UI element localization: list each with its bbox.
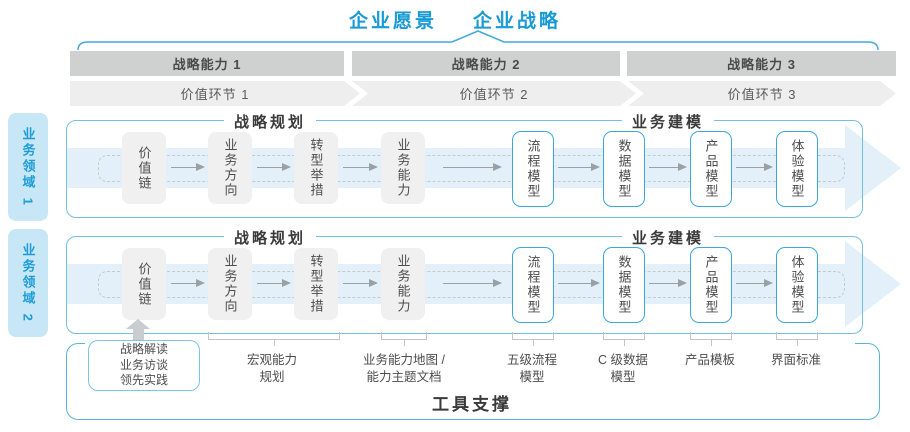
- dashed-group-outline: [98, 271, 845, 298]
- brace-capability-map: [381, 332, 427, 346]
- dashed-group-outline: [98, 155, 845, 182]
- process-box-business-direction: 业务方向: [208, 248, 252, 320]
- domain-label-2: 业务领域 2: [8, 229, 48, 337]
- process-box-business-capability: 业务能力: [381, 132, 425, 204]
- domain-label-1: 业务领域 1: [8, 113, 48, 221]
- process-box-value-chain: 价值链: [122, 248, 166, 320]
- flow-arrow-icon: [736, 163, 773, 171]
- business-flow-row-1: 战略规划 业务建模 价值链 业务方向 转型举措 业务能力 流程模型 数据模型 产…: [0, 111, 910, 218]
- flow-arrow-icon: [171, 279, 205, 287]
- brace-product-template: [690, 332, 732, 346]
- box-label: 转型举措: [308, 138, 324, 198]
- brace-data-model: [603, 332, 645, 346]
- capability-bar-1: 战略能力 1: [70, 51, 344, 76]
- tool-support-label: 工具支撑: [432, 395, 512, 414]
- box-label: 产品模型: [703, 139, 719, 199]
- flow-arrow-icon: [257, 163, 291, 171]
- process-box-business-direction: 业务方向: [208, 132, 252, 204]
- domain-label-text: 业务领域 2: [20, 242, 36, 324]
- band-arrow: [67, 125, 901, 211]
- flow-arrow-icon: [343, 163, 378, 171]
- annotation-capability-map: 业务能力地图 / 能力主题文档: [363, 353, 445, 384]
- business-flow-row-2: 战略规划 业务建模 价值链 业务方向 转型举措 业务能力 流程模型 数据模型 产…: [0, 227, 910, 334]
- flow-arrow-icon: [257, 279, 291, 287]
- flow-container: [66, 120, 863, 218]
- annotation-ui-standard: 界面标准: [770, 353, 822, 367]
- box-label: 转型举措: [308, 254, 324, 314]
- annotation-product-template: 产品模板: [684, 353, 736, 367]
- box-label: 体验模型: [789, 255, 805, 315]
- process-box-business-capability: 业务能力: [381, 248, 425, 320]
- capability-bar-2: 战略能力 2: [352, 51, 620, 76]
- capability-bar-label: 战略能力 1: [172, 57, 242, 72]
- modeling-header: 业务建模: [621, 111, 715, 132]
- box-label: 数据模型: [616, 255, 632, 315]
- box-label: 数据模型: [616, 139, 632, 199]
- value-chevron-3: 价值环节 3: [628, 81, 896, 106]
- box-label: 体验模型: [789, 139, 805, 199]
- strategy-title: 企业战略: [473, 11, 562, 32]
- box-label: 业务能力: [395, 254, 411, 314]
- model-box-experience: 体验模型: [776, 131, 818, 207]
- capability-bar-label: 战略能力 3: [727, 57, 796, 72]
- strategy-divider-line: [77, 30, 879, 51]
- brace-ui-standard: [776, 332, 818, 346]
- value-chevron-label: 价值环节 3: [727, 87, 797, 102]
- flow-arrow-icon: [443, 279, 502, 287]
- annotation-data-model: C 级数据 模型: [597, 353, 649, 384]
- flow-arrow-icon: [171, 163, 205, 171]
- band-arrow: [67, 241, 901, 327]
- model-box-data: 数据模型: [603, 131, 645, 207]
- box-label: 业务能力: [395, 138, 411, 198]
- brace-macro-capability: [208, 332, 340, 346]
- box-label: 价值链: [136, 145, 152, 191]
- box-label: 流程模型: [525, 139, 541, 199]
- tool-support-cover: [85, 337, 855, 349]
- box-label: 业务方向: [222, 138, 238, 198]
- domain-label-text: 业务领域 1: [20, 126, 36, 208]
- brace-process-model: [512, 332, 554, 346]
- vision-title: 企业愿景: [348, 11, 437, 32]
- annotation-process-model: 五级流程 模型: [506, 353, 558, 384]
- box-label: 产品模型: [703, 255, 719, 315]
- flow-arrow-icon: [443, 163, 502, 171]
- model-box-product: 产品模型: [690, 247, 732, 323]
- process-box-transformation: 转型举措: [294, 132, 338, 204]
- value-chevron-2: 价值环节 2: [352, 81, 636, 106]
- model-box-product: 产品模型: [690, 131, 732, 207]
- flow-arrow-icon: [343, 279, 378, 287]
- modeling-header: 业务建模: [621, 227, 715, 248]
- flow-arrow-icon: [649, 163, 687, 171]
- flow-arrow-icon: [558, 163, 600, 171]
- page-title: 企业愿景 企业战略: [0, 6, 910, 33]
- planning-header: 战略规划: [223, 111, 317, 132]
- model-box-experience: 体验模型: [776, 247, 818, 323]
- value-chevron-1: 价值环节 1: [70, 81, 360, 106]
- planning-header: 战略规划: [223, 227, 317, 248]
- box-label: 流程模型: [525, 255, 541, 315]
- strategy-inputs-box: 战略解读 业务访谈 领先实践: [88, 340, 200, 391]
- capability-bar-label: 战略能力 2: [451, 57, 521, 72]
- annotation-macro-capability: 宏观能力 规划: [246, 353, 298, 384]
- box-label: 价值链: [136, 261, 152, 307]
- flow-container: [66, 236, 863, 334]
- process-box-value-chain: 价值链: [122, 132, 166, 204]
- value-chevron-label: 价值环节 1: [180, 87, 250, 102]
- process-box-transformation: 转型举措: [294, 248, 338, 320]
- value-chevron-label: 价值环节 2: [459, 87, 529, 102]
- model-box-data: 数据模型: [603, 247, 645, 323]
- capability-bar-3: 战略能力 3: [627, 51, 896, 76]
- model-box-process: 流程模型: [512, 247, 554, 323]
- flow-arrow-icon: [736, 279, 773, 287]
- model-box-process: 流程模型: [512, 131, 554, 207]
- flow-arrow-icon: [649, 279, 687, 287]
- box-label: 业务方向: [222, 254, 238, 314]
- flow-arrow-icon: [558, 279, 600, 287]
- up-arrow-icon: [126, 319, 150, 341]
